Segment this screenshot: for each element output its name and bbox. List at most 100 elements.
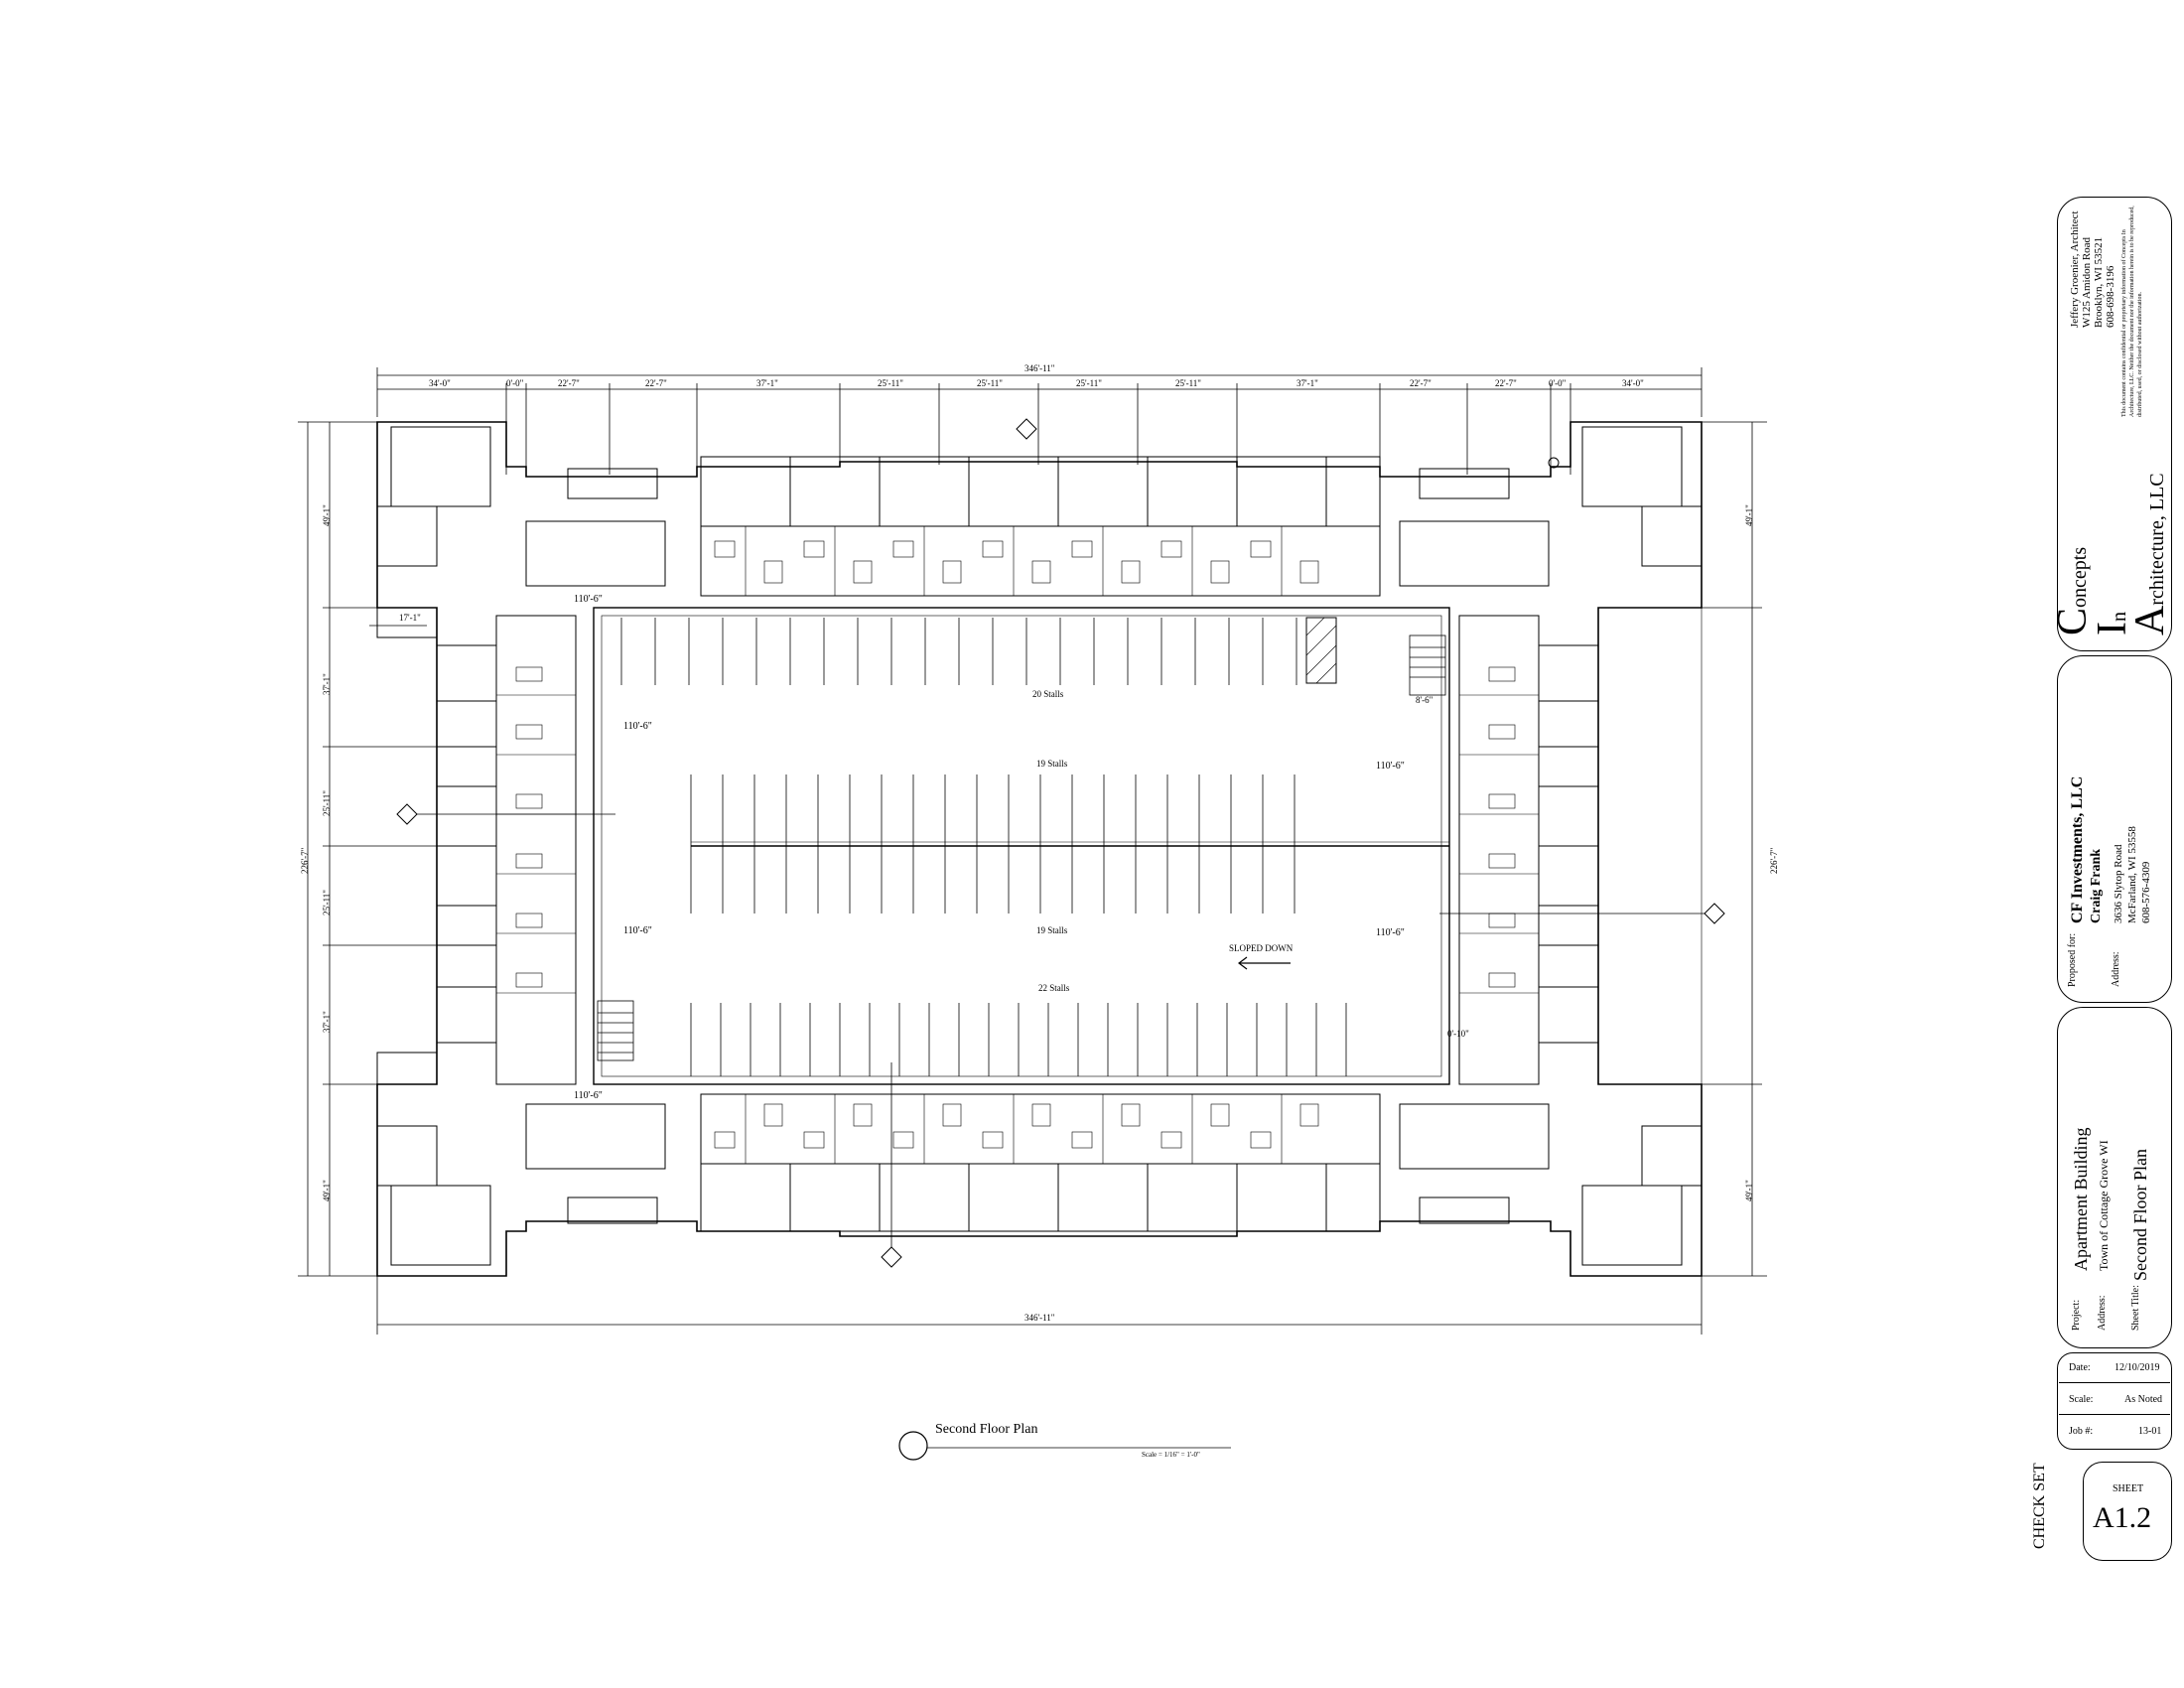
architect-name: Jeffery Groenier, Architect <box>2069 211 2081 328</box>
top-wing-units <box>376 426 1703 597</box>
sheet-label: SHEET <box>2113 1483 2144 1494</box>
left-wing-units <box>376 607 577 1085</box>
sheet-title-label: Sheet Title: <box>2130 1285 2141 1331</box>
courtyard-stair <box>597 634 1446 1061</box>
info-divider-1 <box>2059 1382 2170 1383</box>
project-label: Project: <box>2071 1299 2082 1331</box>
garage-dim-6: 110'-6" <box>574 1090 603 1101</box>
top-dim-9: 25'-11" <box>1175 378 1201 388</box>
bottom-wing-units <box>376 1093 1703 1266</box>
garage-dim-1: 110'-6" <box>574 594 603 605</box>
building-outline <box>376 421 1703 1277</box>
left-dim-1: 49'-1" <box>322 504 332 526</box>
architect-address2: Brooklyn, WI 53521 <box>2093 236 2105 328</box>
project-address-label: Address: <box>2097 1295 2108 1331</box>
architect-box <box>2057 197 2172 651</box>
misc-dim-2: 0'-10" <box>1447 1029 1469 1039</box>
client-address2: McFarland, WI 53558 <box>2126 826 2138 923</box>
stall-label-3: 19 Stalls <box>1036 925 1068 935</box>
architect-address1: W125 Amidon Road <box>2081 236 2093 328</box>
right-dimension-string <box>1698 421 1767 1277</box>
stall-label-1: 20 Stalls <box>1032 689 1064 699</box>
overall-width-top: 346'-11" <box>1024 363 1055 373</box>
top-dim-1: 34'-0" <box>429 378 451 388</box>
date-value: 12/10/2019 <box>2115 1362 2160 1373</box>
project-address: Town of Cottage Grove WI <box>2097 1140 2111 1271</box>
garage-dim-3: 110'-6" <box>1376 761 1405 772</box>
right-dim-2: 49'-1" <box>1744 1180 1754 1201</box>
architect-phone: 608-698-3196 <box>2105 265 2116 328</box>
overall-width-bottom: 346'-11" <box>1024 1313 1055 1323</box>
top-dim-8: 25'-11" <box>1076 378 1102 388</box>
parking-stalls-mid-lower <box>690 846 1296 914</box>
check-set: CHECK SET <box>2031 1463 2048 1549</box>
stair-hatch <box>1305 617 1337 684</box>
job-value: 13-01 <box>2138 1426 2162 1437</box>
scale-label: Scale: <box>2069 1394 2094 1405</box>
garage-dim-5: 110'-6" <box>1376 927 1405 938</box>
top-dim-2: 0'-0" <box>506 378 524 388</box>
stall-label-2: 19 Stalls <box>1036 759 1068 769</box>
bottom-dimension-string <box>376 1271 1703 1335</box>
parking-stalls-top <box>620 618 1297 685</box>
sheet-title: Second Floor Plan <box>2130 1149 2150 1281</box>
garage-dim-2: 110'-6" <box>623 721 652 732</box>
right-wing-units <box>1458 607 1703 1085</box>
client-address-label: Address: <box>2111 951 2121 987</box>
overall-depth-left: 226'-7" <box>300 847 310 874</box>
left-dim-3: 25'-11" <box>322 790 332 816</box>
stall-label-4: 22 Stalls <box>1038 983 1070 993</box>
project-box <box>2057 1007 2172 1348</box>
left-dimension-string <box>298 421 437 1277</box>
top-dim-3: 22'-7" <box>558 378 580 388</box>
parking-stalls-bottom <box>690 1003 1347 1076</box>
top-dim-11: 22'-7" <box>1410 378 1432 388</box>
top-dim-10: 37'-1" <box>1297 378 1318 388</box>
garage-dim-4: 110'-6" <box>623 925 652 936</box>
top-dim-13: 0'-0" <box>1549 378 1567 388</box>
top-dim-14: 34'-0" <box>1622 378 1644 388</box>
client-box <box>2057 655 2172 1003</box>
client-address1: 3636 Slytop Road <box>2113 844 2124 923</box>
client-contact: Craig Frank <box>2089 848 2104 923</box>
top-dim-7: 25'-11" <box>977 378 1003 388</box>
info-box <box>2057 1352 2172 1450</box>
top-dim-4: 22'-7" <box>645 378 667 388</box>
job-label: Job #: <box>2069 1426 2094 1437</box>
plan-scale: Scale = 1/16" = 1'-0" <box>1142 1451 1200 1459</box>
client-phone: 608-576-4309 <box>2140 861 2152 923</box>
firm-letter-a: A <box>2127 605 2173 635</box>
top-dim-12: 22'-7" <box>1495 378 1517 388</box>
left-dim-4: 25'-11" <box>322 890 332 915</box>
slope-arrow <box>1238 956 1291 970</box>
parking-stalls-mid-upper <box>690 774 1296 846</box>
firm-word-concepts: oncepts <box>2069 546 2091 608</box>
left-dim-5: 37'-1" <box>322 1011 332 1033</box>
left-dim-6: 49'-1" <box>322 1180 332 1201</box>
project-name: Apartment Building <box>2071 1127 2091 1271</box>
plan-title-marker <box>898 1431 1231 1461</box>
sheet-number: A1.2 <box>2093 1501 2152 1534</box>
floor-plan-drawing <box>298 367 1767 1461</box>
section-markers <box>396 418 1725 1268</box>
scale-value: As Noted <box>2124 1394 2163 1405</box>
firm-word-architecture: rchitecture, LLC <box>2146 473 2168 606</box>
top-dim-5: 37'-1" <box>756 378 778 388</box>
right-dim-1: 49'-1" <box>1744 504 1754 526</box>
architect-notice: This document contains confidential or p… <box>2121 206 2143 417</box>
slope-label: SLOPED DOWN <box>1229 943 1294 953</box>
date-label: Date: <box>2069 1362 2091 1373</box>
firm-architecture: Architecture, LLC <box>2126 473 2174 635</box>
top-dim-6: 25'-11" <box>878 378 903 388</box>
client-company: CF Investments, LLC <box>2069 775 2086 923</box>
plan-title: Second Floor Plan <box>935 1422 1038 1437</box>
proposed-for-label: Proposed for: <box>2067 932 2078 987</box>
info-divider-2 <box>2059 1414 2170 1415</box>
misc-dim-1: 8'-6" <box>1416 695 1433 705</box>
parking-courtyard <box>593 607 1450 1085</box>
overall-depth-right: 226'-7" <box>1769 847 1779 874</box>
wing-dim: 17'-1" <box>399 613 421 623</box>
sheet-box <box>2083 1462 2172 1561</box>
left-dim-2: 37'-1" <box>322 673 332 695</box>
